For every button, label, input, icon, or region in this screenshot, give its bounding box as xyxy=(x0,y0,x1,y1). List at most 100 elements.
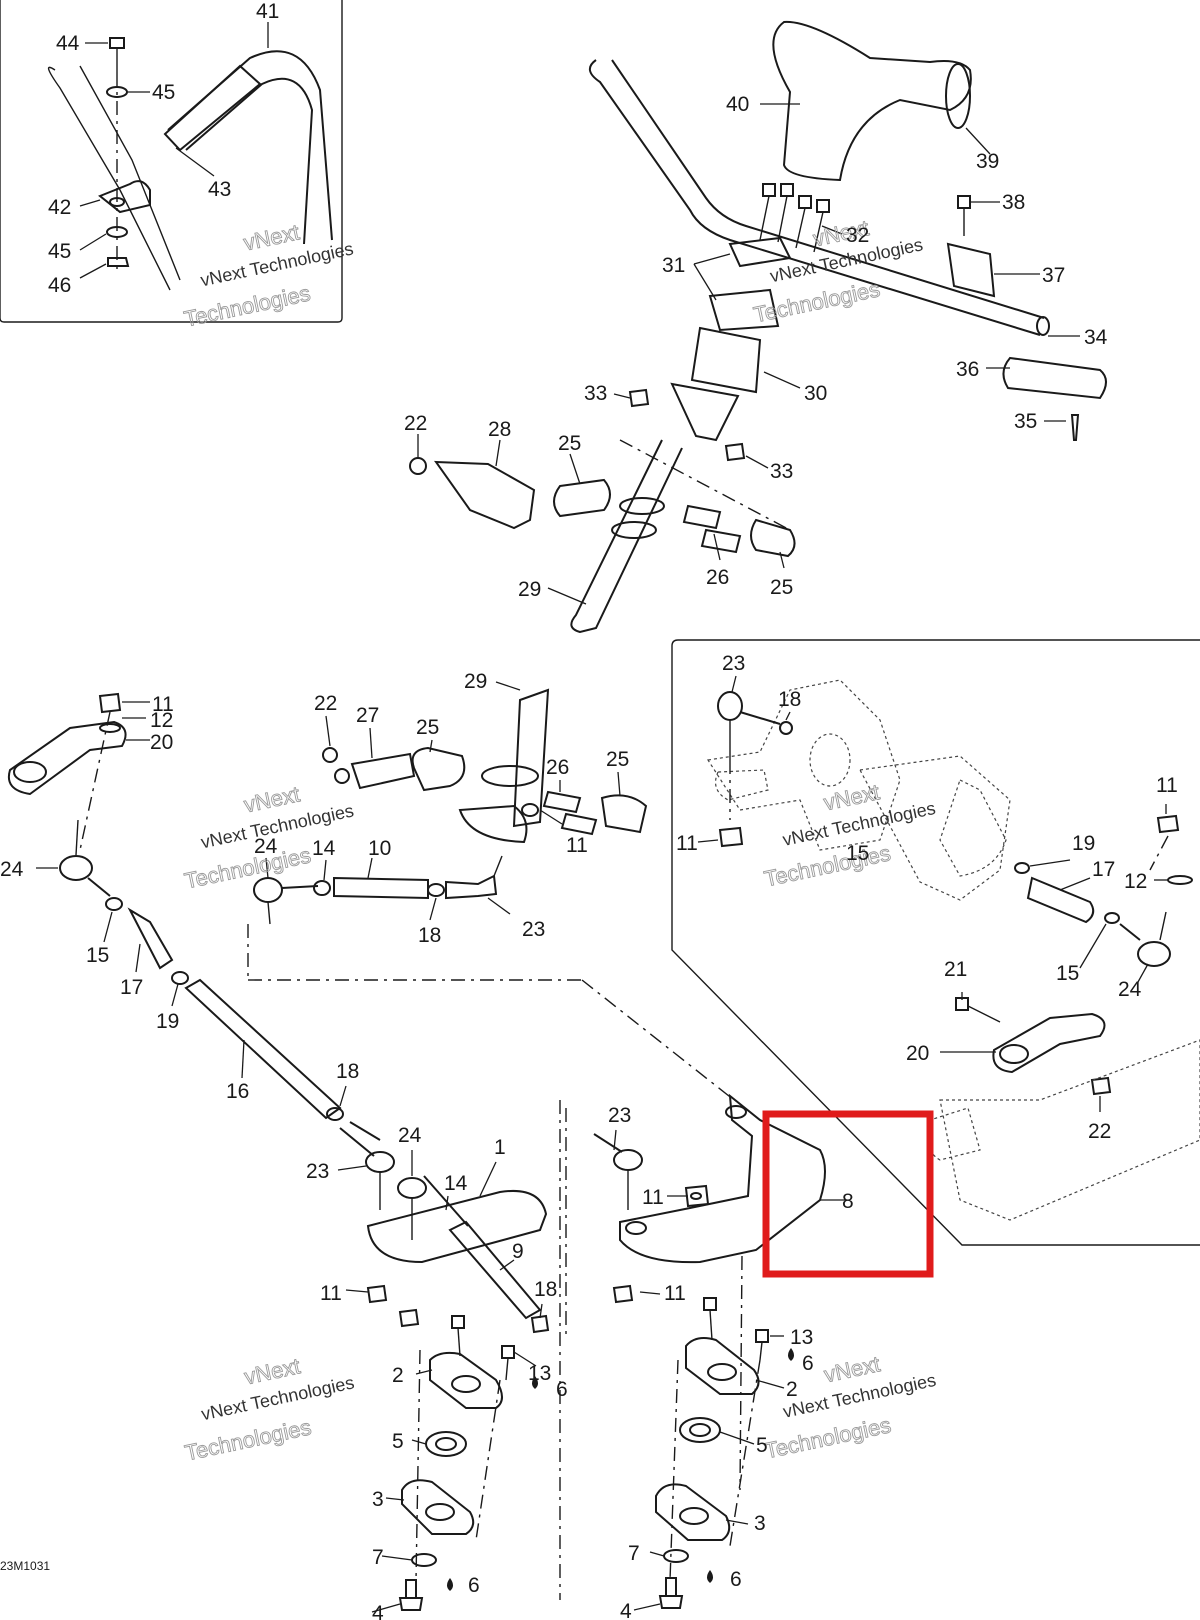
inset-frame-top-left xyxy=(0,0,343,323)
label-23: 23 xyxy=(722,652,745,675)
label-20: 20 xyxy=(906,1042,929,1065)
label-23: 23 xyxy=(608,1104,631,1127)
label-24: 24 xyxy=(0,858,24,881)
label-15: 15 xyxy=(1056,962,1079,985)
label-42: 42 xyxy=(48,196,71,219)
label-17: 17 xyxy=(1092,858,1115,881)
inset-frame-right xyxy=(671,639,1200,1246)
label-11: 11 xyxy=(642,1186,664,1209)
label-6: 6 xyxy=(802,1352,814,1375)
label-18: 18 xyxy=(418,924,441,947)
label-22: 22 xyxy=(314,692,337,715)
label-6: 6 xyxy=(468,1574,480,1597)
label-3: 3 xyxy=(754,1512,766,1535)
clamp-bolts xyxy=(759,183,830,253)
handlebar-assembly xyxy=(409,20,1107,634)
label-25: 25 xyxy=(416,716,439,739)
label-33: 33 xyxy=(770,460,793,483)
label-5: 5 xyxy=(756,1434,768,1457)
label-24: 24 xyxy=(1118,978,1142,1001)
label-15: 15 xyxy=(846,842,869,865)
label-37: 37 xyxy=(1042,264,1065,287)
label-20: 20 xyxy=(150,731,173,754)
svg-text:Technologies: Technologies xyxy=(762,1412,893,1463)
label-1: 1 xyxy=(494,1136,506,1159)
label-45: 45 xyxy=(152,81,175,104)
label-21: 21 xyxy=(944,958,967,981)
leader-lines xyxy=(36,22,1168,1613)
label-3: 3 xyxy=(372,1488,384,1511)
label-26: 26 xyxy=(546,756,569,779)
label-23: 23 xyxy=(522,918,545,941)
label-39: 39 xyxy=(976,150,999,173)
label-5: 5 xyxy=(392,1430,404,1453)
watermark-bottom-left: vNext vNext Technologies Technologies xyxy=(182,1353,356,1466)
label-13: 13 xyxy=(528,1362,551,1385)
label-8: 8 xyxy=(842,1190,854,1213)
label-29: 29 xyxy=(464,670,487,693)
label-33: 33 xyxy=(584,382,607,405)
svg-text:Technologies: Technologies xyxy=(762,840,893,891)
label-40: 40 xyxy=(726,93,749,116)
label-46: 46 xyxy=(48,274,71,297)
label-18: 18 xyxy=(336,1060,359,1083)
oil-drop-icon xyxy=(707,1570,713,1583)
label-18: 18 xyxy=(534,1278,557,1301)
label-44: 44 xyxy=(56,32,80,55)
label-4: 4 xyxy=(372,1602,384,1620)
watermark-bottom-right: vNext vNext Technologies Technologies xyxy=(762,1351,938,1464)
label-22: 22 xyxy=(404,412,427,435)
label-10: 10 xyxy=(368,837,391,860)
label-34: 34 xyxy=(1084,326,1108,349)
label-31: 31 xyxy=(662,254,685,277)
label-7: 7 xyxy=(628,1542,640,1565)
label-11: 11 xyxy=(664,1282,686,1305)
label-24: 24 xyxy=(398,1124,422,1147)
label-38: 38 xyxy=(1002,191,1025,214)
label-43: 43 xyxy=(208,178,231,201)
watermark-mid-left: vNext vNext Technologies Technologies xyxy=(182,781,356,894)
left-linkage-parts xyxy=(8,688,735,1121)
label-6: 6 xyxy=(556,1378,568,1401)
label-2: 2 xyxy=(392,1364,404,1387)
label-35: 35 xyxy=(1014,410,1037,433)
label-32: 32 xyxy=(846,224,869,247)
label-26: 26 xyxy=(706,566,729,589)
label-22: 22 xyxy=(1088,1120,1111,1143)
label-13: 13 xyxy=(790,1326,813,1349)
oil-drop-icon xyxy=(447,1578,453,1591)
label-17: 17 xyxy=(120,976,143,999)
label-18: 18 xyxy=(778,688,801,711)
label-25: 25 xyxy=(558,432,581,455)
label-45: 45 xyxy=(48,240,71,263)
label-11: 11 xyxy=(320,1282,342,1305)
label-11: 11 xyxy=(152,693,174,716)
label-30: 30 xyxy=(804,382,827,405)
label-19: 19 xyxy=(156,1010,179,1033)
label-27: 27 xyxy=(356,704,379,727)
right-inset-parts xyxy=(706,679,1200,1221)
label-25: 25 xyxy=(770,576,793,599)
label-12: 12 xyxy=(150,709,173,732)
label-36: 36 xyxy=(956,358,979,381)
label-14: 14 xyxy=(312,837,336,860)
label-12: 12 xyxy=(1124,870,1147,893)
label-11: 11 xyxy=(676,832,698,855)
label-9: 9 xyxy=(512,1240,524,1263)
part-8-highlight-box xyxy=(762,1110,934,1278)
label-23: 23 xyxy=(306,1160,329,1183)
label-25: 25 xyxy=(606,748,629,771)
label-11: 11 xyxy=(1156,774,1178,797)
handle-inset-parts xyxy=(47,37,333,291)
label-2: 2 xyxy=(786,1378,798,1401)
label-6: 6 xyxy=(730,1568,742,1591)
label-24: 24 xyxy=(254,835,278,858)
label-4: 4 xyxy=(620,1600,632,1620)
label-7: 7 xyxy=(372,1546,384,1569)
label-28: 28 xyxy=(488,418,511,441)
label-15: 15 xyxy=(86,944,109,967)
bottom-right-parts xyxy=(559,1093,826,1609)
diagram-code: 23M1031 xyxy=(0,1559,50,1573)
